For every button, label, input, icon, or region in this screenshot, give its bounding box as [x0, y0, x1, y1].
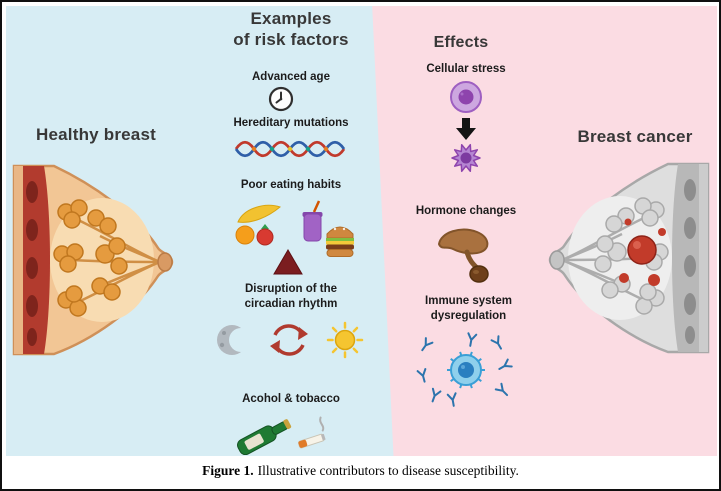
- clock-icon: [268, 86, 294, 112]
- junk-food-icon: [228, 198, 356, 278]
- effect-hormone-label: Hormone changes: [415, 205, 517, 217]
- risk-item-alcohol-label: Acohol & tobacco: [242, 393, 340, 405]
- breast-cancer-title: Breast cancer: [577, 127, 693, 146]
- effect-immune-label-line2: dysregulation: [430, 310, 507, 322]
- healthy-breast-illustration: [8, 162, 180, 358]
- immune-cell-antibody-icon: [414, 330, 518, 410]
- diagram-area: Examples of risk factors Effects Healthy…: [6, 6, 717, 456]
- stressed-cell-icon: [438, 80, 494, 176]
- risk-item-eating-label: Poor eating habits: [240, 179, 342, 191]
- risk-factors-title: Examples of risk factors: [184, 8, 398, 50]
- figure-caption: Figure 1.Illustrative contributors to di…: [2, 463, 719, 479]
- effect-immune-label: Immune system dysregulation: [396, 294, 541, 324]
- risk-factors-title-line1: Examples: [250, 9, 332, 28]
- risk-item-hereditary-label: Hereditary mutations: [233, 117, 349, 129]
- risk-item-circadian-label: Disruption of the circadian rhythm: [206, 282, 376, 312]
- risk-item-advanced-age-label: Advanced age: [252, 71, 330, 83]
- effect-cellular-stress-label: Cellular stress: [426, 63, 506, 75]
- tumor-icon: [619, 218, 666, 286]
- effect-immune-label-line1: Immune system: [425, 295, 512, 307]
- effects-title: Effects: [433, 34, 489, 51]
- risk-factors-title-line2: of risk factors: [233, 30, 349, 49]
- circadian-cycle-icon: [208, 318, 370, 362]
- bottle-cigarette-icon: [228, 409, 348, 455]
- risk-item-circadian-label-line2: circadian rhythm: [244, 298, 338, 310]
- healthy-breast-title: Healthy breast: [36, 125, 156, 144]
- breast-cancer-illustration: [542, 160, 714, 356]
- hormone-gland-icon: [431, 224, 497, 284]
- figure-caption-label: Figure 1.: [202, 463, 254, 478]
- down-arrow-icon: [456, 118, 476, 140]
- figure-caption-text: Illustrative contributors to disease sus…: [257, 463, 519, 478]
- dna-helix-icon: [234, 137, 346, 161]
- risk-item-circadian-label-line1: Disruption of the: [245, 283, 337, 295]
